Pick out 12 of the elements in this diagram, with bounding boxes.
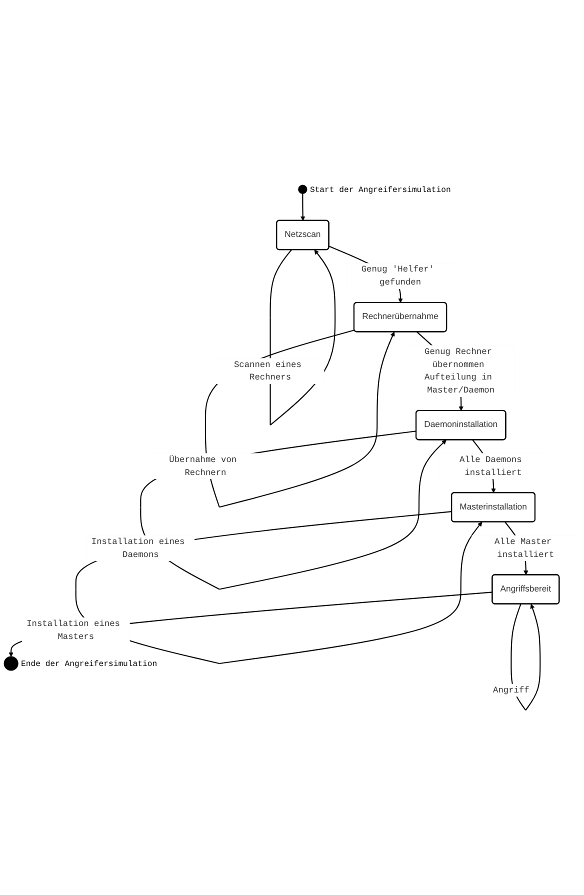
edge-label: Genug Rechner übernommen Aufteilung in Master/Daemon <box>424 346 495 396</box>
edge-label: Angriff <box>493 685 530 695</box>
node-bullseye <box>4 656 18 670</box>
edge-label: Installation eines Masters <box>26 618 120 642</box>
edge-label: Alle Daemons installiert <box>460 454 522 478</box>
edge-label: Übernahme von Rechnern <box>169 454 237 478</box>
arrow <box>300 193 306 221</box>
edge-label: Alle Master installiert <box>494 536 554 560</box>
node-circle <box>298 184 308 194</box>
edge-label: Scannen eines Rechners <box>234 359 302 382</box>
edge-label: Genug 'Helfer' gefunden <box>361 264 434 288</box>
edge-label: Installation eines Daemons <box>91 536 185 560</box>
